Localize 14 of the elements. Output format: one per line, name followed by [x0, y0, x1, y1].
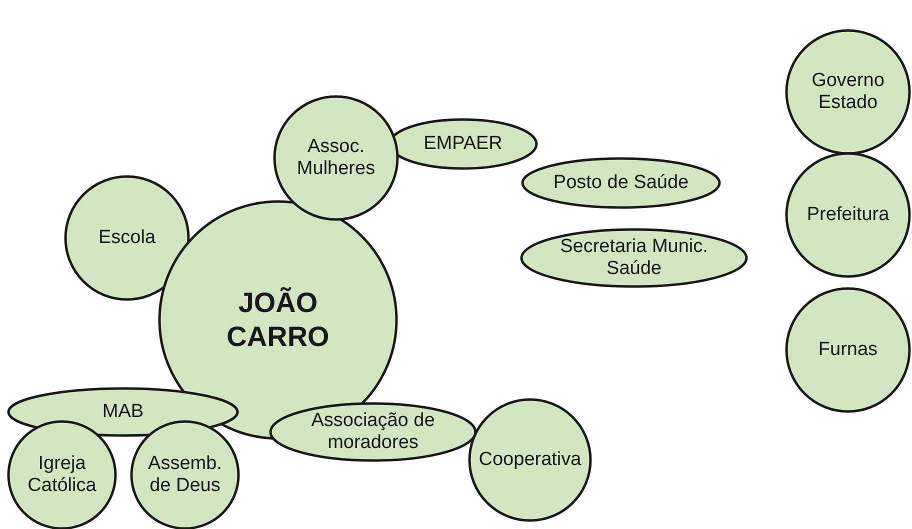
node-label: Governo Estado: [810, 70, 886, 114]
node-label: MAB: [102, 401, 144, 423]
node-label: Assoc. Mulheres: [296, 136, 376, 180]
node-label: Secretaria Munic. Saúde: [559, 236, 709, 280]
node-label: Escola: [98, 227, 156, 249]
node-label: Furnas: [818, 339, 878, 361]
node-label: Associação de moradores: [310, 410, 436, 454]
node-label: Assemb. de Deus: [147, 453, 223, 497]
node-label: JOÃO CARRO: [226, 286, 330, 354]
node-label: Igreja Católica: [26, 453, 98, 497]
node-label: Prefeitura: [806, 204, 890, 226]
node-label: EMPAER: [424, 133, 502, 155]
node-label: Cooperativa: [478, 449, 582, 471]
node-label: Posto de Saúde: [553, 172, 689, 194]
